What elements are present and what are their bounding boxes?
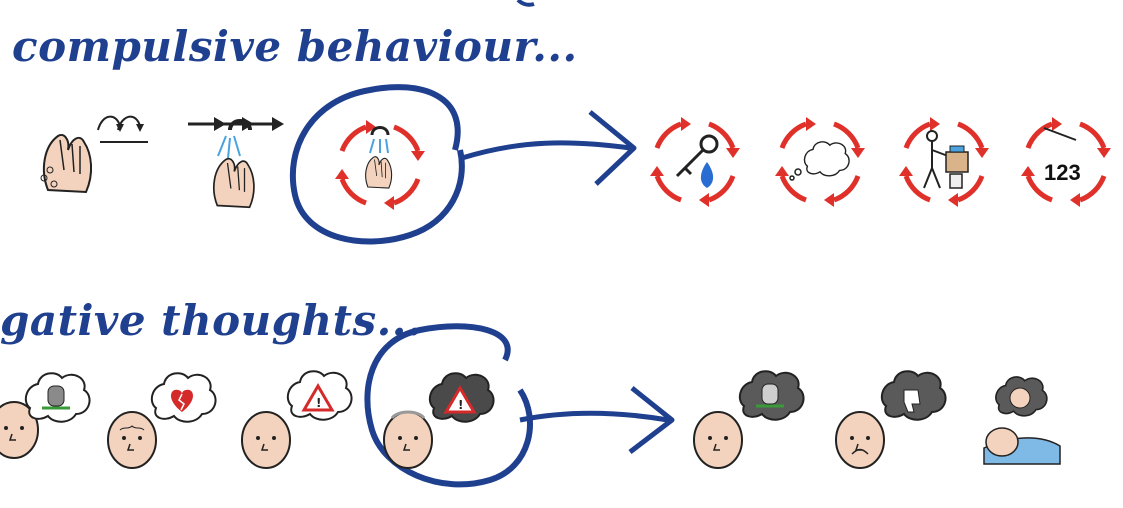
grave-thought-icon (0, 373, 90, 458)
handwash-cycle-icon (335, 120, 425, 210)
svg-text:!: ! (458, 398, 463, 412)
thought-cycle-icon (775, 117, 865, 207)
cleaning-cycle-icon (899, 117, 989, 207)
cropped-heading-stroke (518, 0, 534, 5)
nightmare-sleep-icon (984, 377, 1060, 464)
hands-rubbing-icon (41, 135, 91, 192)
repeat-arrows-icon (98, 117, 148, 142)
triple-arrow-icon (188, 117, 284, 131)
thumbs-down-thought-icon (836, 371, 946, 468)
dark-grave-thought-icon (694, 371, 804, 468)
broken-heart-thought-icon (108, 373, 216, 468)
key-gas-cycle-icon (650, 117, 740, 207)
washing-hands-tap-icon (214, 121, 254, 207)
flow-arrow-row2 (520, 413, 668, 420)
warning-thought-icon: ! (242, 371, 352, 468)
dark-warning-thought-icon: ! (384, 373, 494, 468)
flow-arrow-row1 (462, 143, 630, 158)
counting-cycle-icon: 123 (1021, 117, 1111, 207)
count-text: 123 (1044, 160, 1081, 185)
svg-text:!: ! (316, 396, 321, 410)
